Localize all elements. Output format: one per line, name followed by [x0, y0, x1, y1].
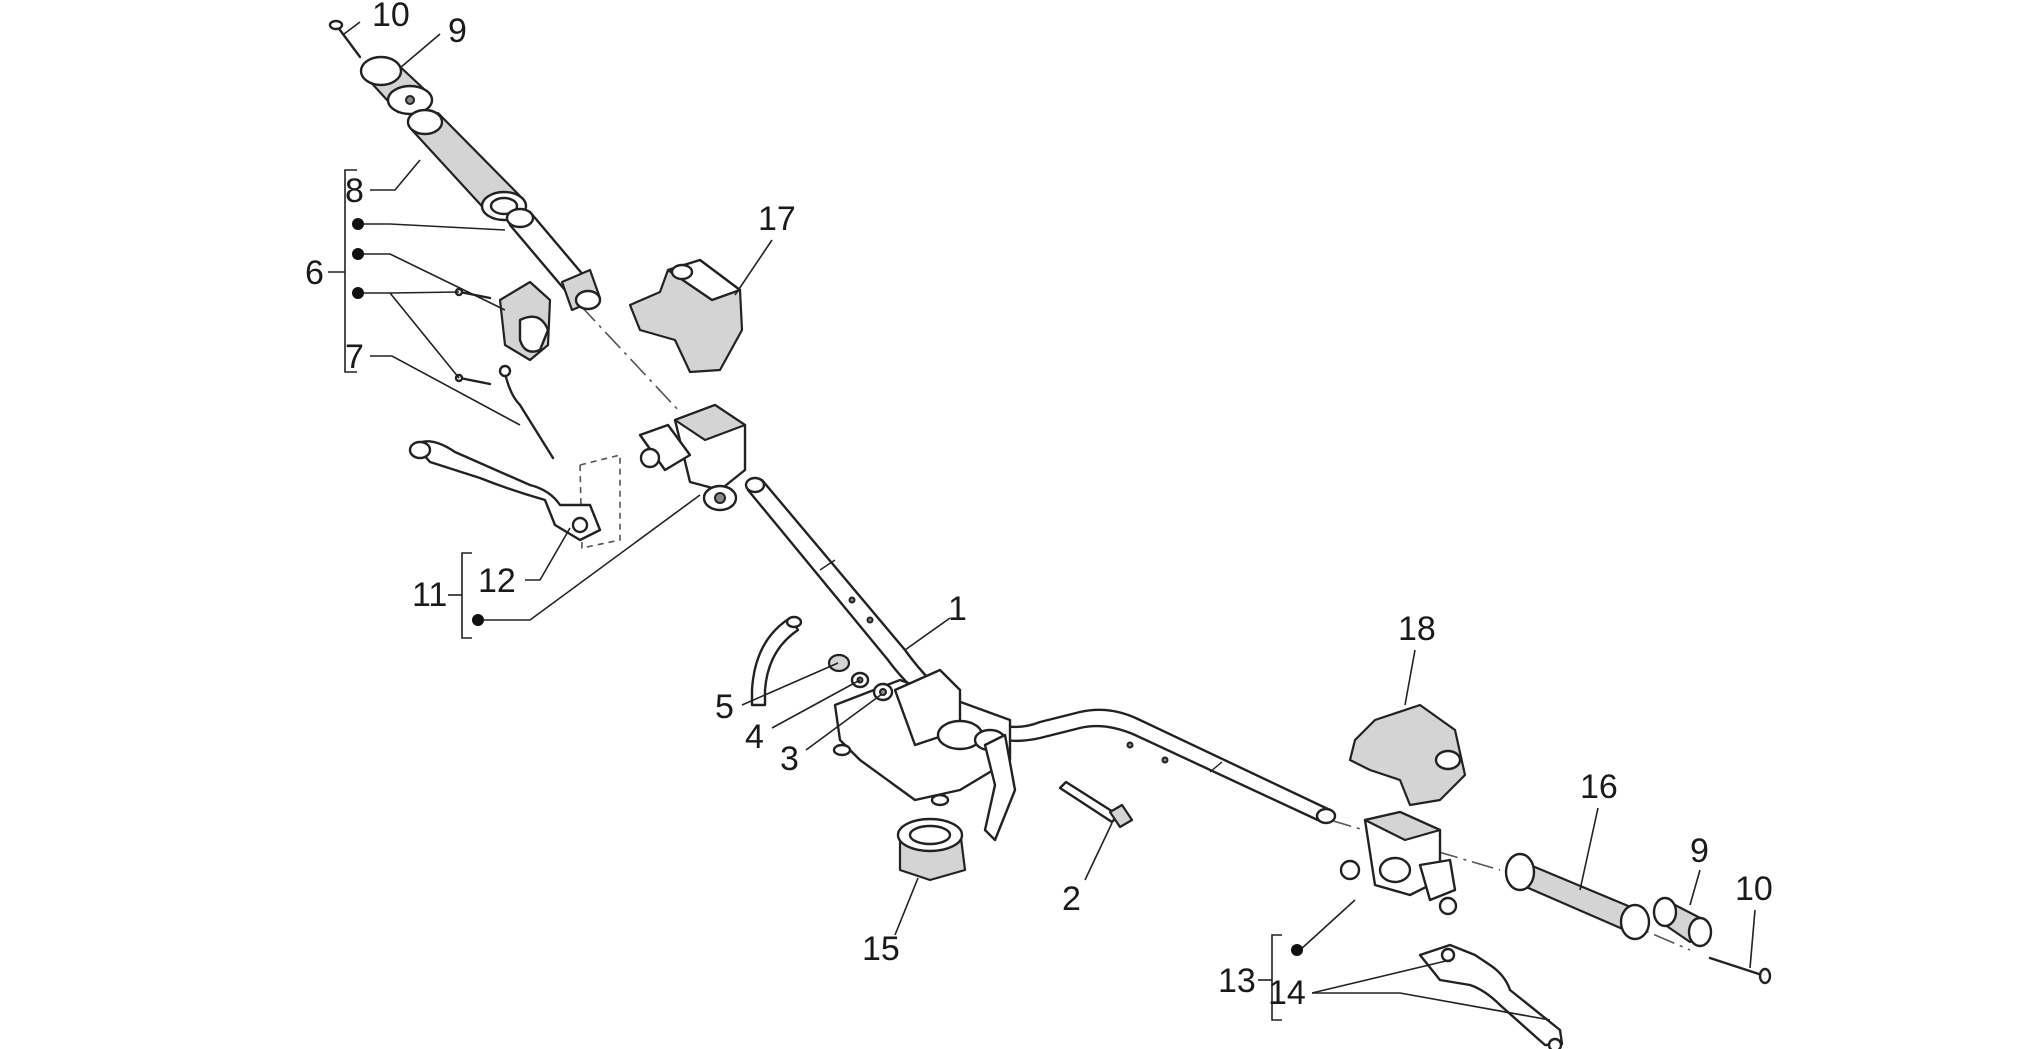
label-10-right: 10 — [1735, 870, 1773, 908]
label-2: 2 — [1062, 880, 1081, 918]
part-master-cylinder-11 — [638, 403, 747, 512]
part-counterweight-9-right — [1652, 896, 1713, 948]
label-11: 11 — [412, 576, 447, 614]
label-3: 3 — [780, 740, 799, 778]
label-1: 1 — [948, 590, 967, 628]
label-13: 13 — [1218, 962, 1256, 1000]
part-cable-7 — [498, 364, 555, 460]
part-mount-bracket — [832, 668, 1017, 842]
label-4: 4 — [745, 718, 764, 756]
part-cover-18 — [1348, 703, 1467, 807]
label-9-top: 9 — [448, 12, 467, 50]
part-u-bolt-5 — [750, 615, 803, 707]
part-grip-16 — [1504, 852, 1651, 941]
label-12: 12 — [478, 562, 516, 600]
part-cover-17 — [628, 258, 744, 374]
part-labels: 10 9 8 6 7 17 12 11 1 5 4 3 18 2 15 16 9… — [305, 0, 1773, 1012]
label-6: 6 — [305, 254, 324, 292]
label-7: 7 — [345, 338, 364, 376]
label-17: 17 — [758, 200, 796, 238]
assembly-axis-lines — [579, 304, 1691, 951]
part-screw-10-right — [1708, 956, 1772, 985]
part-counterweight-9-top — [359, 55, 434, 116]
part-master-cylinder-13 — [1339, 810, 1458, 916]
part-brake-lever-14 — [1418, 943, 1564, 1049]
label-15: 15 — [862, 930, 900, 968]
bullet-markers — [352, 218, 1303, 956]
part-handlebar-1 — [744, 476, 1337, 825]
label-14: 14 — [1268, 974, 1306, 1012]
label-18: 18 — [1398, 610, 1436, 648]
label-16: 16 — [1580, 768, 1618, 806]
part-grip-8-left — [406, 108, 528, 222]
part-screw-10-top — [328, 19, 362, 59]
leader-lines — [328, 21, 1756, 1021]
part-bolt-2 — [1058, 780, 1134, 829]
part-brake-lever-12 — [408, 440, 602, 542]
label-10-top: 10 — [372, 0, 410, 34]
label-5: 5 — [715, 688, 734, 726]
label-8: 8 — [345, 172, 364, 210]
part-clamp-15 — [896, 817, 967, 882]
part-throttle-housing — [454, 280, 552, 386]
part-nut-5 — [827, 653, 851, 673]
part-throttle-tube — [505, 207, 602, 312]
label-9-right: 9 — [1690, 832, 1709, 870]
